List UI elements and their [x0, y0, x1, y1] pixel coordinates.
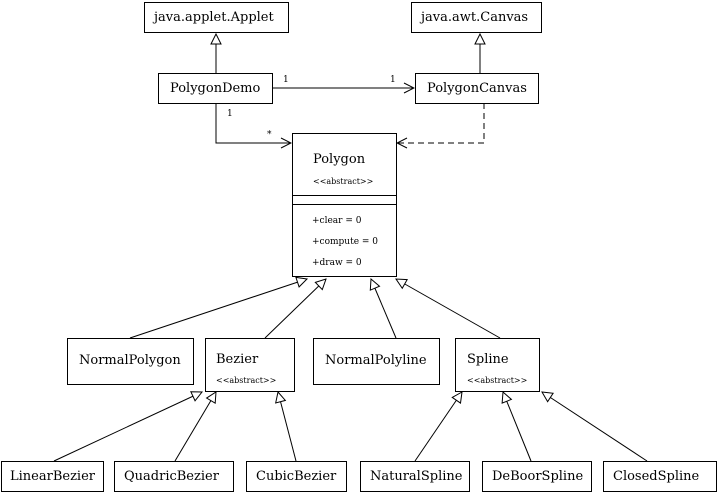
class-name: QuadricBezier [124, 469, 219, 484]
class-java-applet-applet: java.applet.Applet [144, 2, 289, 33]
class-name: Spline [467, 352, 509, 367]
inherit-quadricbezier-bezier [174, 392, 216, 462]
inherit-normalpolyline-polygon [371, 279, 397, 339]
class-name: Polygon [313, 152, 366, 167]
class-polygon: Polygon <<abstract>> +clear = 0 +compute… [292, 133, 397, 277]
attributes-divider [293, 195, 396, 196]
mult-demo-polygon-source: 1 [227, 109, 233, 119]
inherit-linearbezier-bezier [53, 392, 202, 462]
class-name: NormalPolyline [325, 353, 427, 368]
class-spline: Spline <<abstract>> [455, 338, 540, 392]
class-linearbezier: LinearBezier [1, 461, 104, 492]
class-java-awt-canvas: java.awt.Canvas [411, 2, 542, 33]
inherit-closedspline-spline [542, 392, 648, 462]
method-draw: +draw = 0 [312, 258, 362, 268]
class-normalpolyline: NormalPolyline [313, 338, 440, 385]
class-deboorspline: DeBoorSpline [482, 461, 592, 492]
class-quadricbezier: QuadricBezier [114, 461, 234, 492]
method-compute: +compute = 0 [312, 237, 379, 247]
class-name: CubicBezier [256, 469, 337, 484]
inherit-spline-polygon [396, 279, 501, 339]
class-name: NaturalSpline [370, 469, 463, 484]
class-name: DeBoorSpline [492, 469, 584, 484]
class-name: PolygonDemo [170, 81, 261, 96]
mult-demo-canvas-target: 1 [390, 75, 396, 85]
class-stereotype: <<abstract>> [313, 177, 374, 186]
class-name: java.applet.Applet [154, 10, 274, 25]
inherit-naturalspline-spline [414, 392, 462, 462]
inherit-deboorspline-spline [503, 392, 532, 462]
class-name: Bezier [216, 352, 259, 367]
class-name: java.awt.Canvas [421, 10, 529, 25]
inherit-bezier-polygon [264, 279, 326, 339]
class-polygondemo: PolygonDemo [158, 73, 273, 104]
mult-demo-canvas-source: 1 [283, 75, 289, 85]
class-name: NormalPolygon [79, 353, 181, 368]
class-cubicbezier: CubicBezier [246, 461, 347, 492]
class-stereotype: <<abstract>> [467, 376, 528, 385]
class-polygoncanvas: PolygonCanvas [415, 73, 539, 104]
inherit-cubicbezier-bezier [278, 392, 297, 462]
class-stereotype: <<abstract>> [216, 376, 277, 385]
class-bezier: Bezier <<abstract>> [205, 338, 295, 392]
class-naturalspline: NaturalSpline [360, 461, 470, 492]
class-name: ClosedSpline [613, 469, 700, 484]
class-name: PolygonCanvas [427, 81, 527, 96]
inherit-normalpolygon-polygon [129, 279, 307, 339]
class-normalpolygon: NormalPolygon [67, 338, 194, 385]
class-name: LinearBezier [10, 469, 95, 484]
method-clear: +clear = 0 [312, 216, 362, 226]
assoc-demo-polygon [215, 103, 291, 143]
class-closedspline: ClosedSpline [603, 461, 717, 492]
dependency-canvas-polygon [397, 103, 485, 143]
mult-demo-polygon-target: * [267, 130, 272, 140]
methods-divider [293, 204, 396, 205]
